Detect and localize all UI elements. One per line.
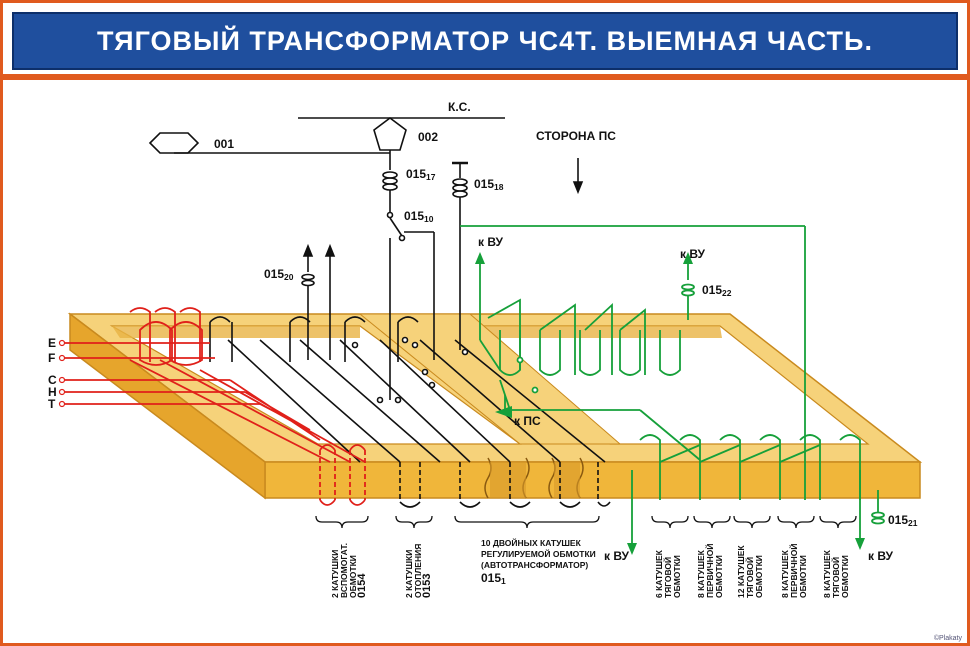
group-caption-line: 2 КАТУШКИ xyxy=(404,550,414,598)
to-ps-label: к ПС xyxy=(514,414,541,428)
auto-group-line1: 10 ДВОЙНЫХ КАТУШЕК xyxy=(481,537,582,548)
group-caption-line: ОБМОТКИ xyxy=(714,555,724,598)
label-002: 002 xyxy=(418,130,438,144)
to-vu-label-1: к ВУ xyxy=(478,235,504,249)
group-caption-line: ПЕРВИЧНОЙ xyxy=(788,543,799,598)
label-001: 001 xyxy=(214,137,234,151)
group-caption-line: ОБМОТКИ xyxy=(840,555,850,598)
group-caption-line: 0153 xyxy=(421,574,433,598)
group-caption-line: ОТОПЛЕНИЯ xyxy=(413,544,423,598)
label-015-22: 01522 xyxy=(702,283,732,298)
terminals xyxy=(58,339,66,408)
group-caption-line: ТЯГОВОЙ xyxy=(744,557,755,598)
group-caption-line: 8 КАТУШЕК xyxy=(696,549,706,598)
group-caption-line: 6 КАТУШЕК xyxy=(654,549,664,598)
group-caption-line: ОБМОТКИ xyxy=(348,555,358,598)
group-caption-2: 2 КАТУШКИОТОПЛЕНИЯ0153 xyxy=(404,544,433,598)
group-caption-4: 8 КАТУШЕКПЕРВИЧНОЙОБМОТКИ xyxy=(696,543,724,598)
label-015-20: 01520 xyxy=(264,267,294,282)
labels: К.С. 001 002 СТОРОНА ПС 01517 01518 0151… xyxy=(48,100,918,586)
group-caption-line: ОБМОТКИ xyxy=(754,555,764,598)
ks-label: К.С. xyxy=(448,100,471,114)
group-caption-line: 8 КАТУШЕК xyxy=(780,549,790,598)
auxiliary-winding xyxy=(62,307,366,506)
to-vu-label-2: к ВУ xyxy=(680,247,706,261)
terminal-f-label: F xyxy=(48,351,55,365)
group-caption-7: 8 КАТУШЕКТЯГОВОЙОБМОТКИ xyxy=(822,549,850,598)
terminal-c-label: C xyxy=(48,373,57,387)
group-caption-line: ПЕРВИЧНОЙ xyxy=(704,543,715,598)
to-vu-label-4: к ВУ xyxy=(868,549,894,563)
group-caption-line: 12 КАТУШЕК xyxy=(736,545,746,598)
group-caption-6: 8 КАТУШЕКПЕРВИЧНОЙОБМОТКИ xyxy=(780,543,808,598)
group-caption-3: 6 КАТУШЕКТЯГОВОЙОБМОТКИ xyxy=(654,549,682,598)
label-015-10: 01510 xyxy=(404,209,434,224)
ps-side-label: СТОРОНА ПС xyxy=(536,129,616,143)
traction-winding xyxy=(460,225,885,555)
to-vu-label-3: к ВУ xyxy=(604,549,630,563)
title-banner: ТЯГОВЫЙ ТРАНСФОРМАТОР ЧС4Т. ВЫЕМНАЯ ЧАСТ… xyxy=(12,12,958,70)
terminal-h-label: H xyxy=(48,385,57,399)
auto-group-line3: (АВТОТРАНСФОРМАТОР) xyxy=(481,560,588,570)
group-caption-line: 8 КАТУШЕК xyxy=(822,549,832,598)
group-caption-line: 2 КАТУШКИ xyxy=(330,550,340,598)
banner-underline xyxy=(0,74,970,80)
group-caption-line: ВСПОМОГАТ. xyxy=(339,543,349,598)
group-caption-1: 2 КАТУШКИВСПОМОГАТ.ОБМОТКИ0154 xyxy=(330,543,368,598)
label-015-18: 01518 xyxy=(474,177,504,192)
group-caption-5: 12 КАТУШЕКТЯГОВОЙОБМОТКИ xyxy=(736,545,764,598)
auto-group-line4: 0151 xyxy=(481,571,506,586)
control-circuit xyxy=(148,117,611,508)
auto-group-line2: РЕГУЛИРУЕМОЙ ОБМОТКИ xyxy=(481,548,596,559)
copyright-mark: ©Plakaty xyxy=(933,635,962,642)
label-015-17: 01517 xyxy=(406,167,436,182)
terminal-t-label: T xyxy=(48,397,56,411)
label-015-21: 01521 xyxy=(888,513,918,528)
group-caption-line: ОБМОТКИ xyxy=(798,555,808,598)
terminal-e-label: E xyxy=(48,336,56,350)
group-brackets xyxy=(315,515,857,529)
group-caption-line: 0154 xyxy=(356,573,368,598)
group-caption-line: ТЯГОВОЙ xyxy=(662,557,673,598)
group-caption-line: ОБМОТКИ xyxy=(672,555,682,598)
page-title: ТЯГОВЫЙ ТРАНСФОРМАТОР ЧС4Т. ВЫЕМНАЯ ЧАСТ… xyxy=(97,25,873,56)
group-caption-line: ТЯГОВОЙ xyxy=(830,557,841,598)
